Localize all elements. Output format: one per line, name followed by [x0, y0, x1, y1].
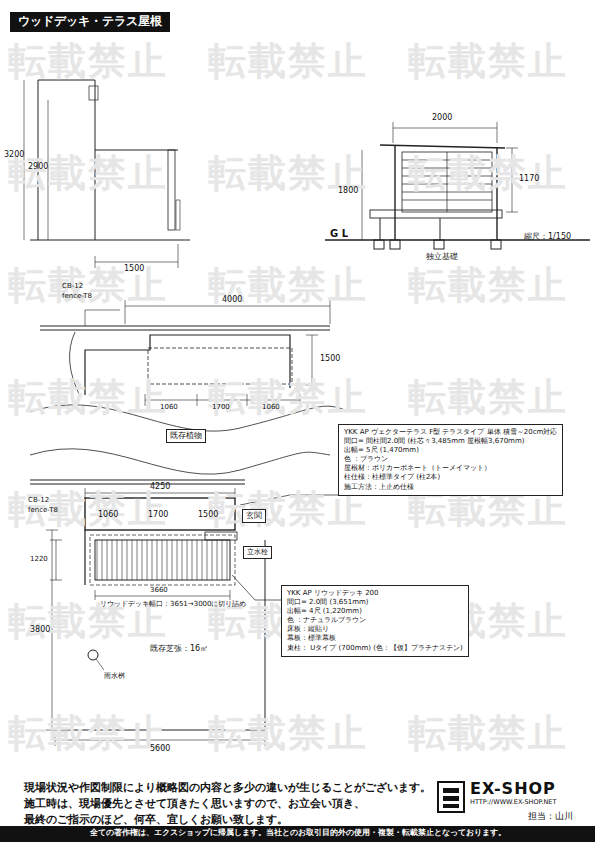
wall-name: CB-12	[28, 496, 49, 504]
dimension: 1170	[519, 174, 539, 183]
watermark: 転載禁止	[8, 712, 168, 756]
part-name: 独立基礎	[426, 252, 458, 261]
dimension: 1220	[30, 555, 48, 563]
dimension: 2000	[432, 113, 452, 122]
spec-line: 床板：縦貼り	[287, 625, 463, 634]
dimension: 4250	[150, 482, 170, 491]
watermark: 転載禁止	[408, 152, 568, 196]
staff-name: 担当：山川	[528, 811, 573, 821]
watermark: 転載禁止	[408, 376, 568, 420]
scale-note: 縮尺：1/150	[524, 232, 571, 241]
watermark: 転載禁止	[408, 712, 568, 756]
spec-line: 色 ：ブラウン	[344, 455, 557, 464]
logo-text: EX-SHOP	[470, 780, 556, 798]
faucet-box: 立水栓	[243, 546, 272, 559]
copyright-footer: 全ての著作権は、エクスショップに帰属します。当社とのお取引目的外の使用・複製・転…	[90, 829, 506, 838]
spec-line: 施工方法：上止め仕様	[344, 483, 557, 492]
box-text: 立水栓	[247, 548, 268, 557]
spec-box: YKK AP ヴェクターテラス F型 テラスタイプ 単体 積雪～20cm対応間口…	[338, 424, 563, 496]
dimension: 1060	[262, 403, 280, 411]
notice: 現場状況や作図制限により概略図の内容と多少の違いが生じることがございます。	[24, 782, 431, 795]
dimension: 1500	[320, 354, 340, 363]
spec-line: 屋根材：ポリカーボネート（トーメイマット）	[344, 464, 557, 473]
box-text: 既存植物	[170, 431, 202, 441]
note: リウッドデッキ幅口：3651→3000に切り詰め	[100, 600, 247, 608]
dimension: 1500	[198, 510, 218, 519]
spec-line: 出幅= 4尺 (1,220mm)	[287, 607, 463, 616]
spec-line: 色 ：ナチュラルブラウン	[287, 616, 463, 625]
dimension: 3200	[4, 150, 24, 159]
dimension: 2900	[28, 162, 48, 171]
spec-line: 間口= 2.0間 (3,651mm)	[287, 598, 463, 607]
wall-name: CB-12	[62, 282, 83, 290]
dimension: 1060	[98, 510, 118, 519]
dimension: 3660	[150, 586, 168, 594]
box-text: 玄関	[246, 511, 262, 521]
dimension: 1700	[212, 403, 230, 411]
dimension: 1500	[124, 264, 144, 273]
dimension: 1700	[148, 510, 168, 519]
dimension: 1060	[160, 403, 178, 411]
watermark: 転載禁止	[8, 152, 168, 196]
spec-line: 幕板：標準幕板	[287, 634, 463, 643]
ground-line: G L	[330, 228, 348, 240]
dimension: 3800	[30, 625, 50, 634]
watermark: 転載禁止	[8, 40, 168, 84]
spec-line: 束柱： Uタイプ (700mm) (色：【仮】プラチナステン)	[287, 644, 463, 653]
notice: 最終のご指示のほど、何卒、宜しくお願い致します。	[24, 814, 288, 827]
spec-box: YKK AP リウッドデッキ 200間口= 2.0間 (3,651mm)出幅= …	[281, 585, 469, 657]
notice: 施工時は、現場優先とさせて頂きたく思いますので、お立会い頂き、	[24, 798, 365, 811]
watermark: 転載禁止	[8, 376, 168, 420]
title-band: ウッドデッキ・テラス屋根	[10, 12, 170, 32]
dimension: 1800	[338, 186, 358, 195]
spec-line: YKK AP ヴェクターテラス F型 テラスタイプ 単体 積雪～20cm対応	[344, 428, 557, 437]
entrance-box: 玄関	[242, 509, 266, 523]
fence-name: fence-T8	[62, 292, 92, 300]
spec-line: 間口= 間柱間2.0間 (柱芯々3,485mm 屋根幅3,670mm)	[344, 437, 557, 446]
part-name: 雨水桝	[104, 672, 125, 680]
spec-line: 柱仕様：柱標準タイプ (柱2本)	[344, 473, 557, 482]
watermark: 転載禁止	[408, 40, 568, 84]
watermark: 転載禁止	[208, 40, 368, 84]
spec-line: 出幅= 5尺 (1,470mm)	[344, 446, 557, 455]
watermark: 転載禁止	[208, 376, 368, 420]
dimension: 5600	[150, 744, 170, 753]
area-note: 既存芝張：16㎡	[150, 644, 208, 653]
logo-url: HTTP://WWW.EX-SHOP.NET	[470, 799, 556, 806]
label-box: 既存植物	[166, 429, 206, 443]
watermark: 転載禁止	[208, 712, 368, 756]
dimension: 4000	[222, 295, 242, 304]
spec-line: YKK AP リウッドデッキ 200	[287, 589, 463, 598]
watermark: 転載禁止	[408, 264, 568, 308]
fence-name: fence-T8	[28, 506, 58, 514]
